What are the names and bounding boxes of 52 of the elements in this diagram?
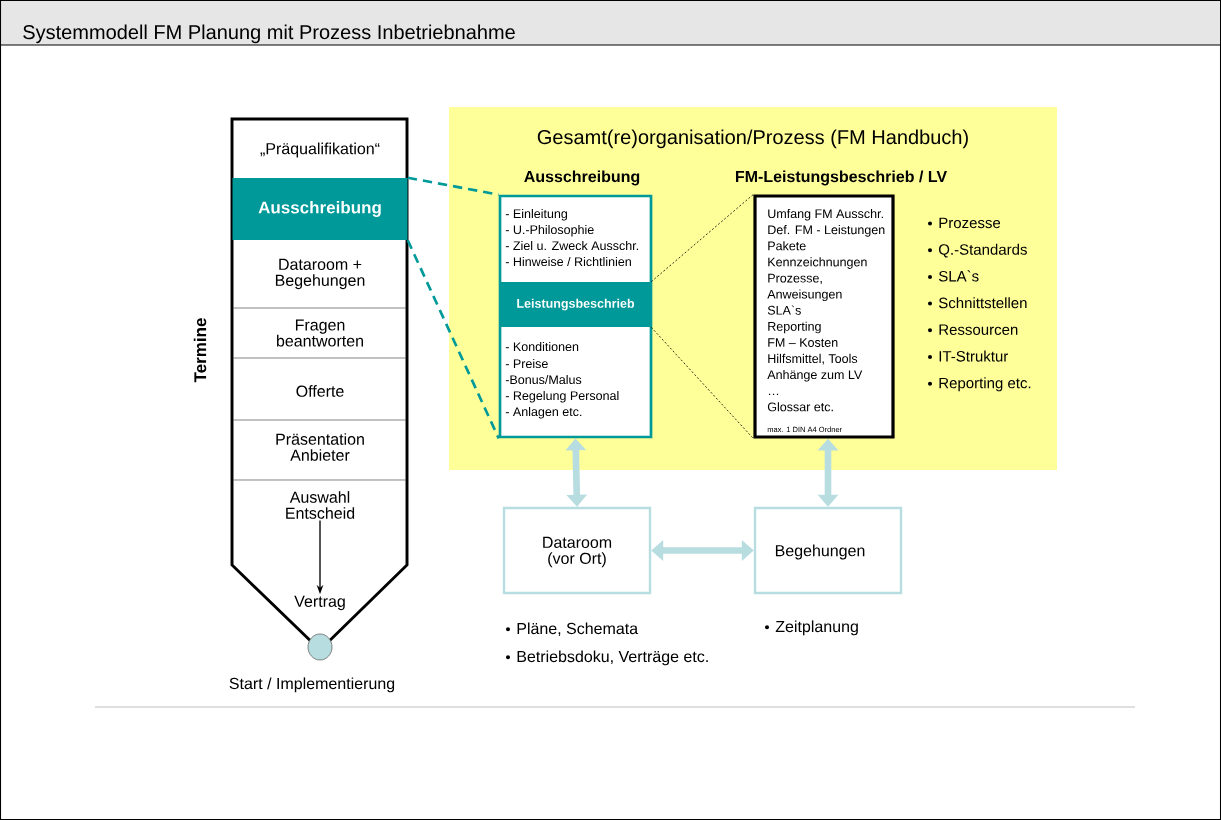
list-item: - Hinweise / Richtlinien bbox=[505, 256, 631, 267]
list-item: FM – Kosten bbox=[768, 338, 838, 347]
box-heading: FM-Leistungsbeschrieb / LV bbox=[736, 170, 947, 186]
list-item: Def. FM - Leistungen bbox=[768, 225, 885, 237]
stage-band: Ausschreibung bbox=[232, 178, 408, 240]
stage-label: „Präqualifikation“ bbox=[260, 142, 380, 158]
list-item: Glossar etc. bbox=[767, 402, 833, 412]
stage-label: Offerte bbox=[296, 385, 344, 397]
list-item: SLA`s bbox=[767, 305, 801, 315]
list-item: … bbox=[768, 393, 779, 396]
list-item: - U.-Philosophie bbox=[505, 224, 594, 237]
location-box: Begehungen bbox=[753, 506, 903, 595]
bullet-item: Prozesse bbox=[928, 217, 1001, 229]
stage-label: Fragen beantworten bbox=[277, 319, 363, 347]
list-item: Prozesse, bbox=[768, 273, 822, 284]
zoom-line bbox=[406, 239, 500, 439]
list-item: Kennzeichnungen bbox=[768, 257, 867, 269]
bullet-item: IT-Struktur bbox=[928, 350, 1009, 362]
bullet-item: Schnittstellen bbox=[928, 297, 1027, 309]
connector-line bbox=[650, 326, 754, 439]
list-item: Anweisungen bbox=[767, 289, 842, 302]
section-band: Leistungsbeschrieb bbox=[500, 282, 651, 327]
bullet-item: Q.-Standards bbox=[928, 243, 1027, 258]
list-item: -Bonus/Malus bbox=[505, 374, 582, 385]
list-item: - Anlagen etc. bbox=[505, 406, 582, 419]
stage-label: Auswahl Entscheid bbox=[286, 491, 355, 519]
list-item: - Ziel u. Zweck Ausschr. bbox=[505, 240, 639, 251]
list-item: Reporting bbox=[768, 321, 821, 334]
list-item: Anhänge zum LV bbox=[767, 369, 863, 382]
location-box: Dataroom (vor Ort) bbox=[502, 506, 652, 595]
stage-label: Dataroom + Begehungen bbox=[275, 258, 365, 290]
list-item: Umfang FM Ausschr. bbox=[768, 208, 883, 221]
node-label: Start / Implementierung bbox=[229, 677, 395, 693]
list-item: Hilfsmittel, Tools bbox=[768, 353, 858, 365]
page-title: Systemmodell FM Planung mit Prozess Inbetriebnahme bbox=[23, 24, 515, 44]
bullet-item: SLA`s bbox=[928, 270, 979, 282]
bullet-item: Betriebsdoku, Verträge etc. bbox=[506, 650, 708, 666]
stage-label: Vertrag bbox=[294, 595, 345, 611]
bullet-item: Reporting etc. bbox=[928, 377, 1031, 392]
connector-line bbox=[650, 194, 754, 283]
box-heading: Ausschreibung bbox=[524, 170, 640, 186]
side-label: Termine bbox=[193, 318, 207, 383]
bullet-item: Ressourcen bbox=[928, 324, 1018, 335]
stage-label: Präsentation Anbieter bbox=[276, 433, 364, 461]
list-item: Pakete bbox=[768, 241, 806, 251]
zoom-line bbox=[407, 176, 499, 196]
list-item: - Regelung Personal bbox=[505, 390, 619, 403]
list-item: - Preise bbox=[505, 358, 548, 369]
bullet-item: Pläne, Schemata bbox=[506, 622, 639, 637]
list-item: - Einleitung bbox=[505, 208, 567, 221]
bullet-item: Zeitplanung bbox=[765, 620, 858, 636]
list-item: - Konditionen bbox=[505, 341, 579, 352]
